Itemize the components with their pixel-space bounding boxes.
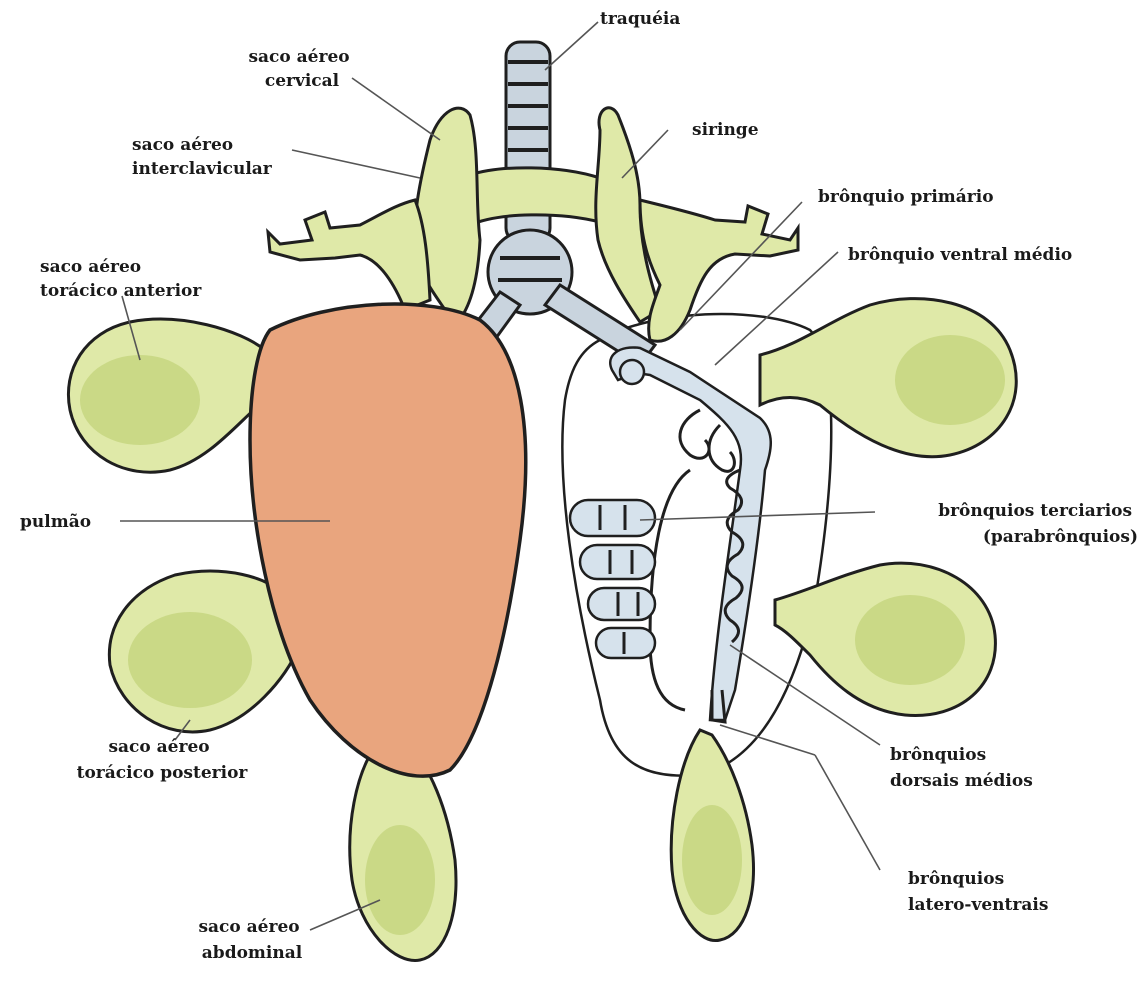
- label-siringe: siringe: [692, 120, 759, 140]
- label-bronquio-primario: brônquio primário: [818, 187, 994, 207]
- label-posterior-thoracic-sac: saco aéreo torácico posterior: [77, 737, 249, 783]
- label-abdominal-sac: saco aéreo abdominal: [198, 917, 305, 963]
- label-bronquios-latero-ventrais: brônquios latero-ventrais: [908, 869, 1048, 915]
- label-anterior-thoracic-sac: saco aéreo torácico anterior: [40, 257, 202, 301]
- left-interclavicular-branch: [268, 200, 430, 310]
- label-traqueia: traquéia: [600, 9, 680, 29]
- label-bronquios-terciarios: brônquios terciarios (parabrônquios): [938, 501, 1138, 547]
- label-interclavicular-sac: saco aéreo interclavicular: [132, 135, 273, 179]
- left-lung: [250, 304, 526, 776]
- label-cervical-sac: saco aéreo cervical: [248, 47, 355, 91]
- label-pulmao: pulmão: [20, 512, 91, 532]
- label-bronquio-ventral-medio: brônquio ventral médio: [848, 245, 1072, 265]
- label-bronquios-dorsais-medios: brônquios dorsais médios: [890, 745, 1033, 791]
